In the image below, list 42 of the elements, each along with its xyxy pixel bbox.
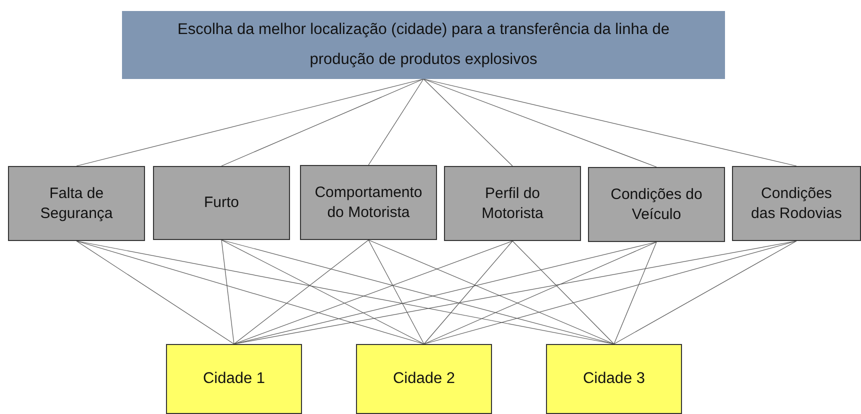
criterion-box (8, 166, 145, 241)
alternative-box (166, 344, 302, 414)
connector-line (368, 240, 424, 344)
criterion-box (732, 166, 861, 241)
connector-line (424, 240, 797, 344)
criterion-box (444, 166, 581, 241)
node-label: Cidade 3 (582, 369, 646, 389)
node-label: Cidade 2 (392, 369, 456, 389)
criterion-box (300, 165, 437, 240)
connector-line (234, 240, 513, 344)
connector-line (76, 240, 614, 344)
node-label: Cidade 1 (202, 369, 266, 389)
connector-line (234, 240, 797, 344)
alternative-box (546, 344, 682, 414)
connector-line (424, 242, 657, 344)
node-label: Condições do Veículo (610, 184, 704, 224)
connector-line (234, 240, 369, 344)
connector-line (424, 240, 513, 344)
connector-line (614, 242, 657, 344)
node-label: Condições das Rodovias (750, 184, 843, 224)
alternative-box (356, 344, 492, 414)
node-label: Falta de Segurança (39, 184, 114, 224)
connector-line (423, 78, 513, 166)
node-label: Furto (204, 193, 239, 213)
connector-line (614, 240, 797, 344)
connector-line (221, 78, 424, 166)
criterion-box (153, 166, 290, 240)
connector-line (221, 240, 234, 344)
connector-line (368, 240, 614, 344)
connector-line (221, 240, 424, 344)
connector-line (423, 78, 657, 168)
connector-line (368, 78, 424, 166)
connector-line (423, 78, 797, 166)
connector-line (512, 240, 614, 344)
node-label: Comportamento do Motorista (314, 182, 422, 222)
criterion-box (588, 167, 725, 242)
connector-line (76, 240, 234, 344)
connector-line (76, 78, 424, 166)
connector-line (76, 240, 424, 344)
node-label: Perfil do Motorista (480, 184, 544, 224)
node-label: Escolha da melhor localização (cidade) para a transferência da linha de produção de produtos explosivos (176, 20, 670, 70)
goal-box (122, 11, 725, 79)
